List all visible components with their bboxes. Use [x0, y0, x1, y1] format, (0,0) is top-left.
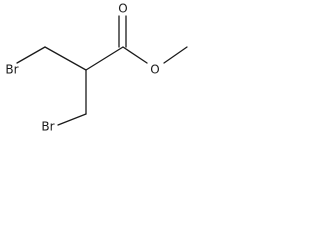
atom-label-carbonyl-oxygen: O [118, 2, 127, 16]
bond-ch2-upper-to-ch [44, 46, 87, 71]
atom-label-ester-oxygen: O [150, 63, 159, 77]
molecule-structure-diagram: Br Br O O [5, 2, 188, 134]
atom-label-br-upper: Br [5, 63, 18, 77]
bond-ester-oxygen-to-methyl [163, 46, 188, 64]
bond-ch-to-carbonyl-carbon [85, 46, 124, 71]
bond-carbonyl-to-ester-oxygen [122, 46, 148, 64]
bond-br-upper-to-ch2 [16, 46, 46, 64]
atom-label-br-lower: Br [41, 120, 54, 134]
bond-ch2-lower-to-br [57, 113, 87, 126]
